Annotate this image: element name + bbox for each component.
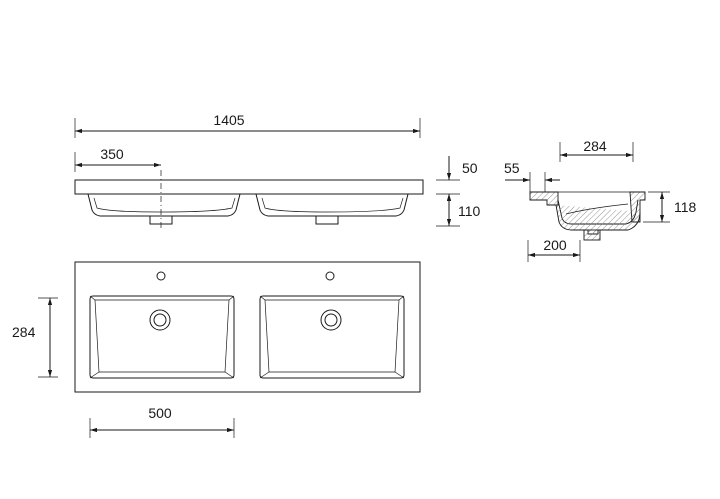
right-bowl-profile xyxy=(255,193,409,217)
section-drain xyxy=(583,229,601,241)
dim-top-thickness: 50 xyxy=(462,160,478,176)
right-bowl-plan xyxy=(259,295,405,379)
left-bowl-profile xyxy=(87,193,241,217)
dim-total-width: 1405 xyxy=(213,112,244,128)
dim-bowl-offset: 350 xyxy=(100,146,124,162)
plan-outline xyxy=(74,261,421,393)
right-drain xyxy=(320,309,342,331)
dim-section-rim: 55 xyxy=(504,160,520,176)
countertop-slab xyxy=(74,179,424,195)
dim-plan-depth: 284 xyxy=(12,324,36,340)
dim-section-base: 200 xyxy=(543,237,567,253)
left-tap-hole xyxy=(156,271,166,281)
section-view: 284 55 118 200 xyxy=(504,138,697,262)
dim-section-height: 118 xyxy=(674,199,697,215)
plan-view: 284 500 xyxy=(12,261,421,438)
left-bowl-plan xyxy=(89,295,235,379)
left-drain xyxy=(149,309,171,331)
section-rim-left xyxy=(529,191,559,206)
dim-bowl-depth: 110 xyxy=(458,203,481,219)
front-elevation: 1405 350 50 110 xyxy=(74,112,481,228)
right-drain-front xyxy=(315,215,339,225)
right-tap-hole xyxy=(325,271,335,281)
dim-section-width: 284 xyxy=(583,138,607,154)
dim-bowl-width: 500 xyxy=(148,405,172,421)
